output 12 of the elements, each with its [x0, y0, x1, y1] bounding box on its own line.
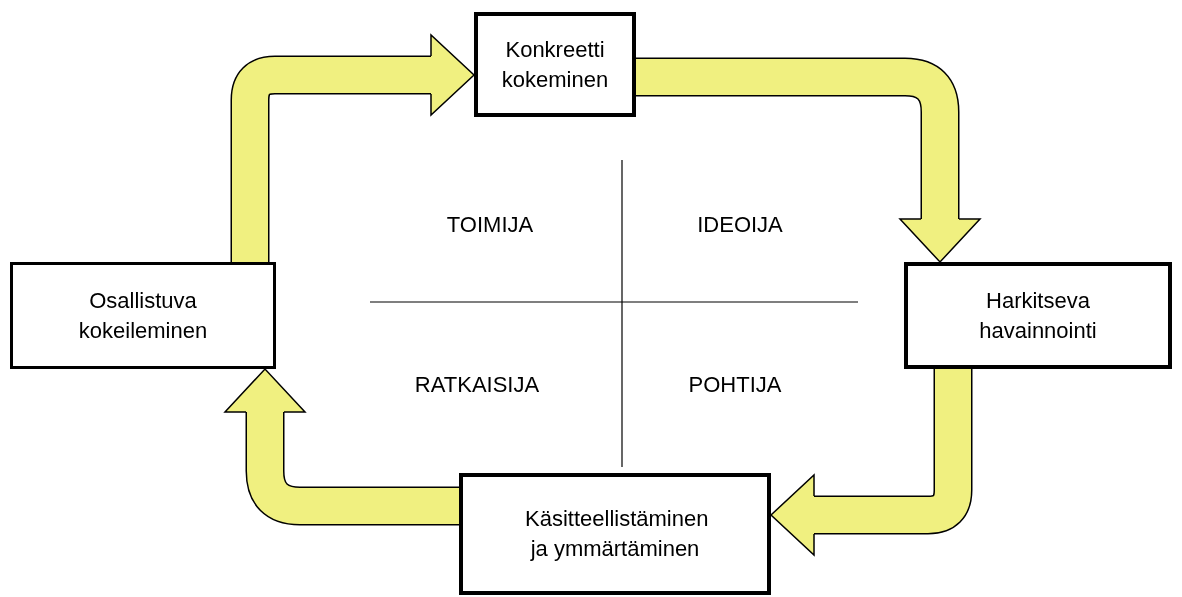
stage-label: Osallistuva kokeileminen	[77, 286, 209, 345]
stage-box	[474, 12, 636, 117]
stage-box	[459, 473, 771, 595]
quadrant-label: IDEOIJA	[696, 211, 784, 239]
stage-label: Käsitteellistäminen ja ymmärtäminen	[525, 505, 705, 563]
stage-label: Harkitseva havainnointi	[978, 286, 1098, 345]
quadrant-label: RATKAISIJA	[413, 371, 541, 399]
stage-box	[904, 262, 1172, 369]
quadrant-label: TOIMIJA	[445, 211, 535, 239]
quadrant-label: POHTIJA	[687, 371, 783, 399]
stage-box	[10, 262, 276, 369]
stage-label: Konkreetti kokeminen	[500, 35, 610, 94]
